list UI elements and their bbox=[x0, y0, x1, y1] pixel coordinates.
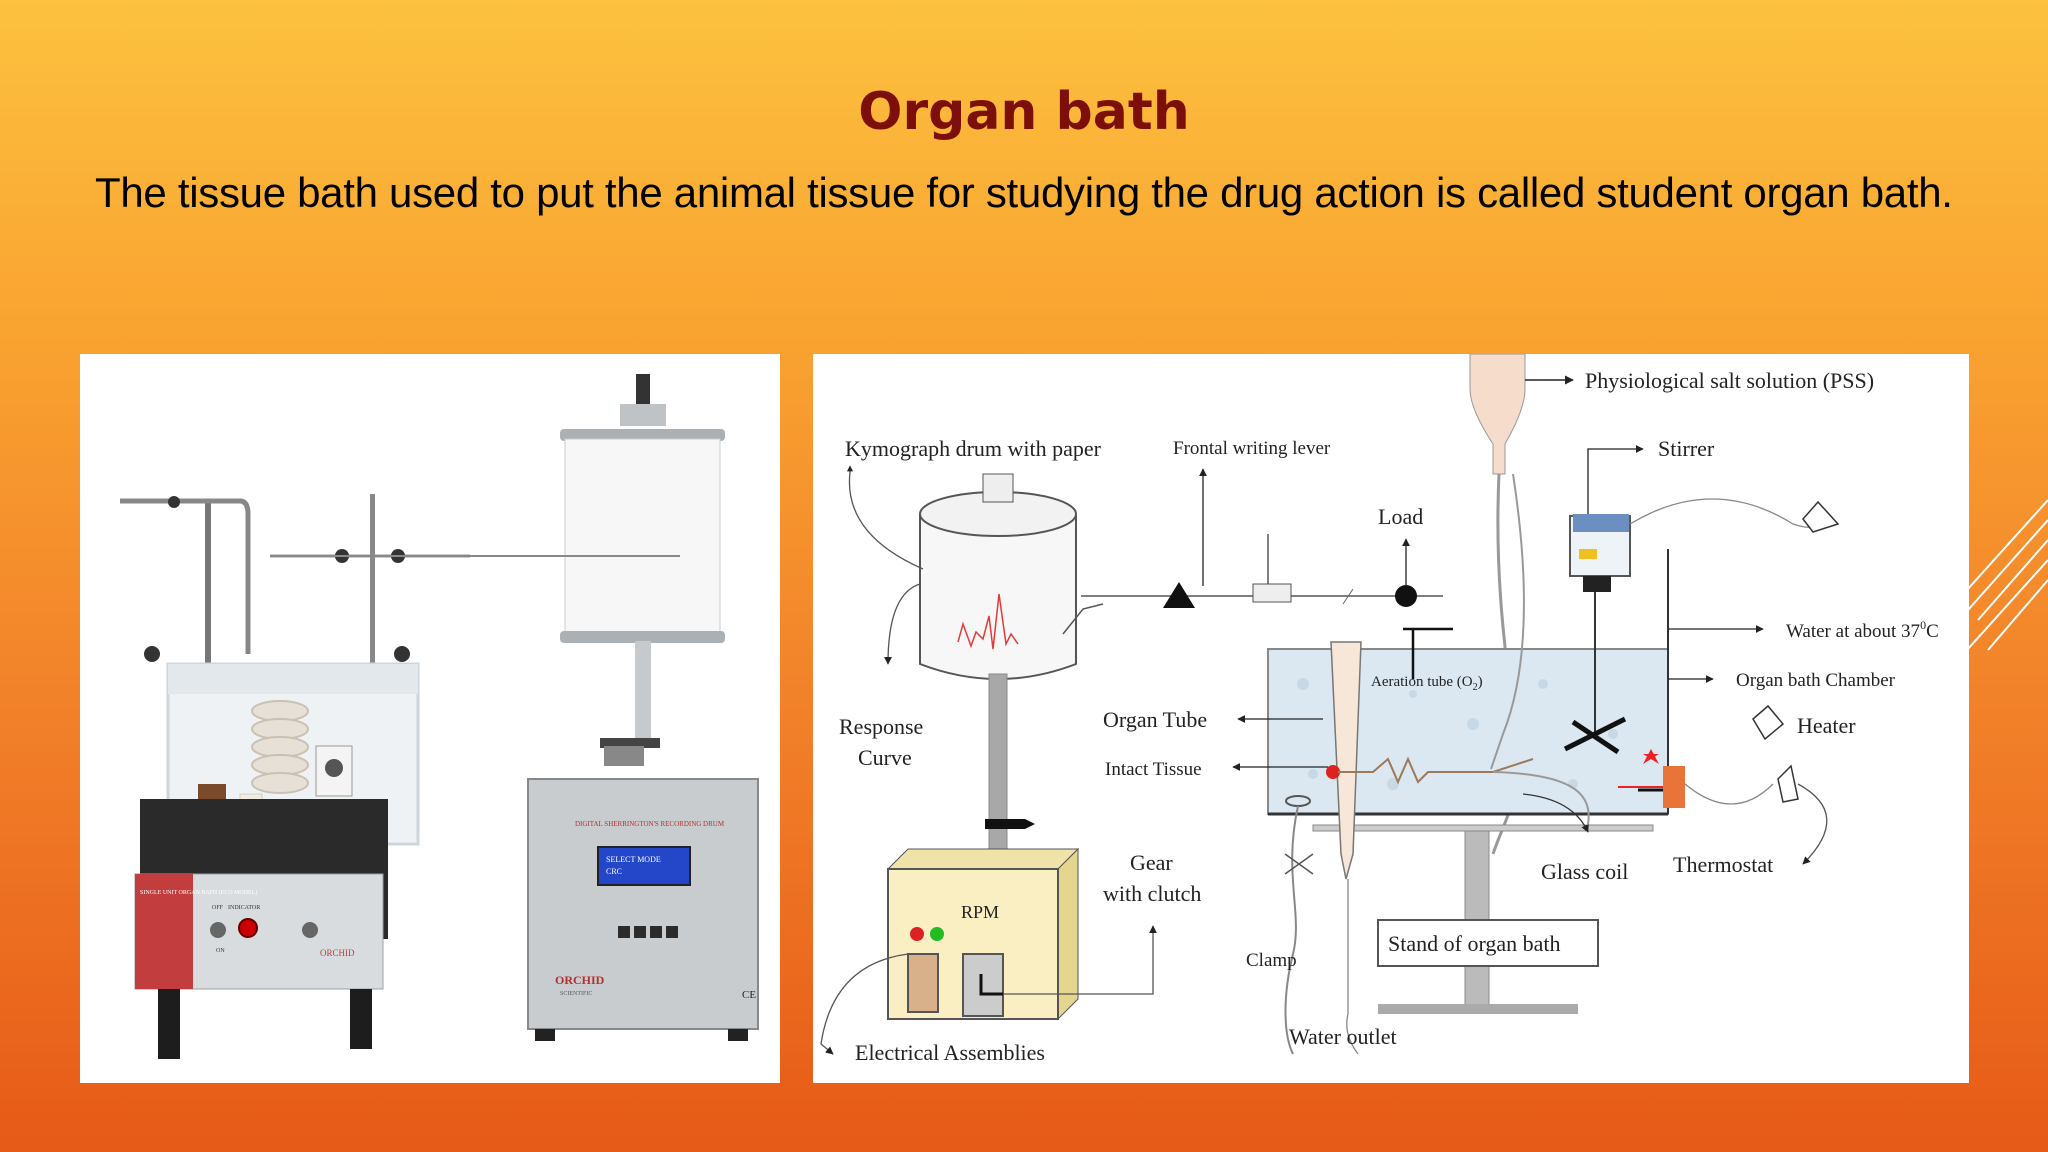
drum-title: DIGITAL SHERRINGTON'S RECORDING DRUM bbox=[575, 820, 725, 828]
label-electrical: Electrical Assemblies bbox=[855, 1040, 1045, 1065]
right-brand-sub: SCIENTIFIC bbox=[560, 991, 592, 997]
display-line-2: CRC bbox=[606, 867, 622, 876]
off-label: OFF bbox=[212, 905, 224, 911]
label-kymograph: Kymograph drum with paper bbox=[845, 436, 1102, 461]
label-aeration: Aeration tube (O2) bbox=[1371, 674, 1483, 693]
green-indicator bbox=[930, 927, 944, 941]
on-label: ON bbox=[216, 948, 225, 954]
left-brand: ORCHID bbox=[320, 948, 355, 958]
display-line-1: SELECT MODE bbox=[606, 855, 661, 864]
label-stirrer: Stirrer bbox=[1658, 436, 1715, 461]
ce-mark: CE bbox=[742, 989, 756, 1001]
label-organ-bath-chamber: Organ bath Chamber bbox=[1736, 670, 1896, 691]
label-clamp: Clamp bbox=[1246, 950, 1297, 971]
right-brand: ORCHID bbox=[555, 973, 605, 987]
drum-display bbox=[597, 846, 691, 886]
label-stand: Stand of organ bath bbox=[1388, 931, 1561, 956]
label-water-outlet: Water outlet bbox=[1289, 1024, 1397, 1049]
label-gear: Gear bbox=[1130, 850, 1173, 875]
slide-title: Organ bath bbox=[858, 82, 1190, 142]
stand-label-box bbox=[1377, 919, 1599, 967]
apparatus-photo: SINGLE UNIT ORGAN BATH (ECO MODEL) INDIC… bbox=[80, 354, 780, 1083]
label-rpm: RPM bbox=[961, 902, 999, 922]
left-unit-label: SINGLE UNIT ORGAN BATH (ECO MODEL) bbox=[140, 889, 257, 896]
label-organ-tube: Organ Tube bbox=[1103, 707, 1207, 732]
decorative-lines bbox=[1958, 499, 2048, 661]
label-thermostat: Thermostat bbox=[1673, 852, 1773, 877]
label-frontal-lever: Frontal writing lever bbox=[1173, 438, 1331, 459]
power-switch bbox=[210, 922, 226, 938]
indicator-label: INDICATOR bbox=[228, 905, 260, 911]
label-pss: Physiological salt solution (PSS) bbox=[1585, 368, 1874, 393]
diagram-canvas: Physiological salt solution (PSS) Kymogr… bbox=[820, 353, 1939, 1065]
label-load: Load bbox=[1378, 504, 1423, 529]
organ-bath-diagram: Physiological salt solution (PSS) Kymogr… bbox=[813, 353, 1969, 1083]
label-response: Response bbox=[839, 714, 923, 739]
recording-drum-unit: DIGITAL SHERRINGTON'S RECORDING DRUM SEL… bbox=[270, 374, 759, 1041]
apparatus-illustration: SINGLE UNIT ORGAN BATH (ECO MODEL) INDIC… bbox=[120, 374, 759, 1059]
indicator-lamp bbox=[238, 918, 258, 938]
label-water-37: Water at about 370C bbox=[1786, 618, 1939, 642]
label-glass-coil: Glass coil bbox=[1541, 859, 1628, 884]
label-curve: Curve bbox=[858, 745, 912, 770]
label-with-clutch: with clutch bbox=[1103, 881, 1201, 906]
label-heater: Heater bbox=[1797, 713, 1856, 738]
organ-bath-unit: SINGLE UNIT ORGAN BATH (ECO MODEL) INDIC… bbox=[120, 494, 470, 1059]
label-intact-tissue: Intact Tissue bbox=[1105, 759, 1202, 780]
slide-body-text: The tissue bath used to put the animal t… bbox=[95, 169, 1953, 216]
red-indicator bbox=[910, 927, 924, 941]
